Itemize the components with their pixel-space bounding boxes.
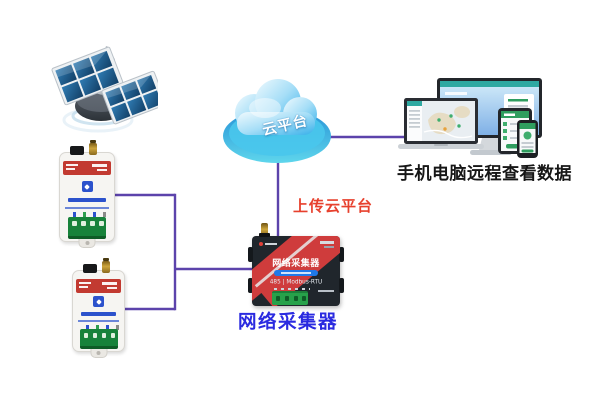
terminal-block [79,329,118,349]
brand-logo-icon [81,181,93,192]
antenna-base [259,233,270,237]
terminal-block [272,291,308,305]
mount-tab [248,247,253,262]
antenna-connector-icon [102,258,110,273]
mount-tab [339,278,344,293]
pin-labels [274,288,310,290]
module-spec-text [78,320,119,322]
bottom-text [318,290,334,292]
module-model-text [81,312,116,316]
collector-face-title: 网络采集器 [272,259,320,269]
terminal-block [68,217,106,239]
collector-face-subtitle: 485 | Modbus-RTU [269,278,323,285]
collector-caption: 网络采集器 [238,312,339,333]
satellite-icon [51,46,158,133]
antenna-icon [261,223,268,237]
brand-text [265,243,277,245]
gprs-module-2 [72,258,125,358]
laptop-map-icon [398,98,484,149]
upload-annotation: 上传云平台 [293,197,374,215]
gprs-module-1 [59,140,115,248]
corner-text [324,246,334,248]
sim-slot-icon [83,264,97,273]
smartphone-icon [517,120,538,158]
brand-logo-icon [93,296,104,307]
module-red-label [63,161,111,175]
mount-tab [248,278,253,293]
blue-badge [274,269,318,276]
cloud-platform-icon [223,79,331,163]
remote-devices-cluster [398,78,542,158]
antenna-connector-icon [89,140,97,155]
network-collector-device: 网络采集器 485 | Modbus-RTU [248,223,344,306]
module-model-text [68,198,106,202]
mounting-ear [78,239,96,248]
brand-logo-icon [259,242,263,246]
mounting-ear [90,349,107,358]
status-indicators [60,212,114,218]
status-indicators [73,325,124,331]
module-red-label [76,279,121,293]
module-spec-text [65,207,109,209]
remote-devices-caption: 手机电脑远程查看数据 [397,164,572,184]
corner-text [320,241,334,244]
sim-slot-icon [70,146,84,155]
mount-tab [339,247,344,262]
